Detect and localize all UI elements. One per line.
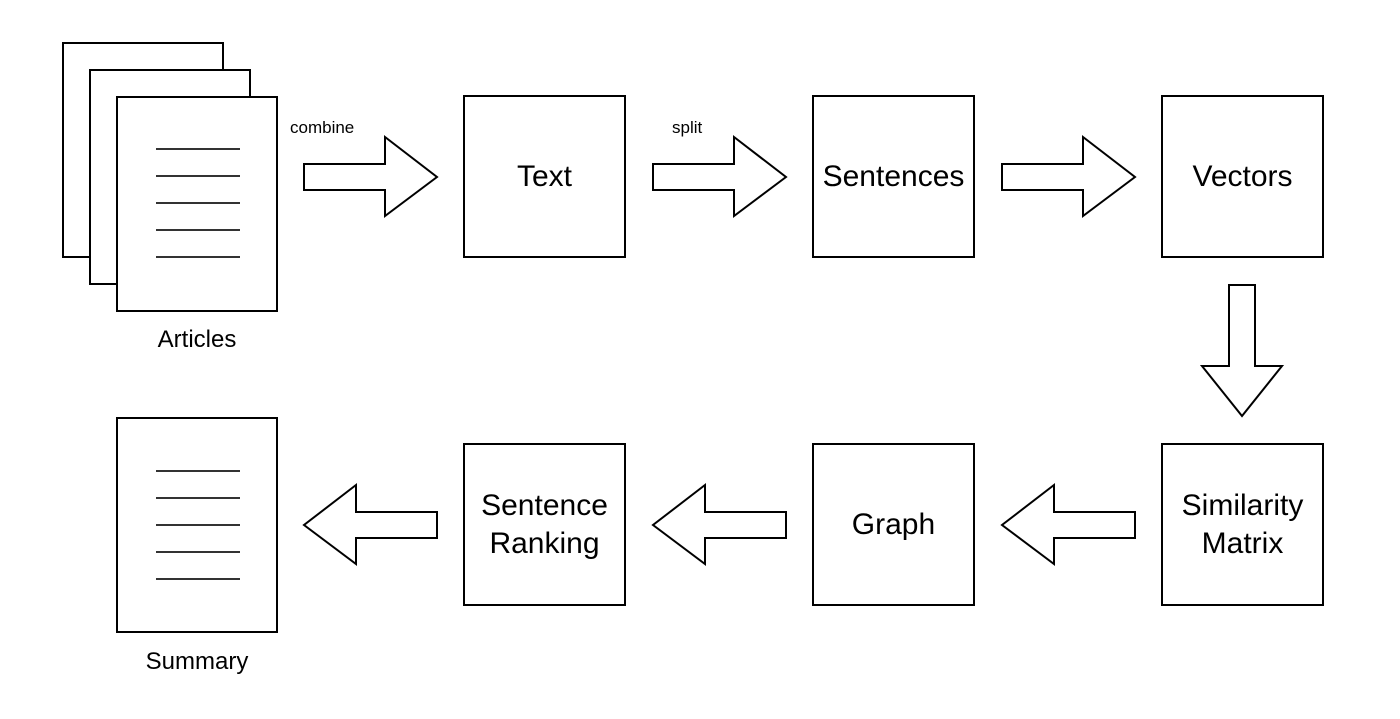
right-arrow-icon (1001, 134, 1137, 218)
text-node: Text (463, 95, 626, 258)
split-edge-label: split (672, 118, 703, 137)
summary-caption: Summary (145, 648, 249, 675)
document-text-line (156, 148, 240, 150)
vectors-node: Vectors (1161, 95, 1324, 258)
document-text-line (156, 202, 240, 204)
similarity-matrix-label: Similarity Matrix (1182, 487, 1304, 563)
sentence-ranking-node: Sentence Ranking (463, 443, 626, 606)
document-text-line (156, 497, 240, 499)
combine-edge-label: combine (290, 118, 355, 137)
sentences-node: Sentences (812, 95, 975, 258)
left-arrow-icon (302, 482, 438, 566)
document-text-line (156, 229, 240, 231)
document-text-line (156, 578, 240, 580)
vectors-node-label: Vectors (1192, 159, 1293, 193)
articles-caption: Articles (157, 326, 237, 353)
document-text-line (156, 256, 240, 258)
right-arrow-icon (303, 134, 439, 218)
sentences-node-label: Sentences (822, 159, 965, 193)
text-node-label: Text (516, 159, 573, 193)
article-document-front (116, 96, 278, 312)
document-text-line (156, 551, 240, 553)
sentence-ranking-label: Sentence Ranking (481, 487, 608, 563)
document-text-line (156, 175, 240, 177)
left-arrow-icon (1000, 482, 1136, 566)
graph-node: Graph (812, 443, 975, 606)
document-text-line (156, 524, 240, 526)
sentence-ranking-label-line: Sentence (481, 488, 608, 522)
summary-document (116, 417, 278, 633)
right-arrow-icon (652, 134, 788, 218)
similarity-matrix-label-line: Similarity (1181, 488, 1304, 522)
down-arrow-icon (1199, 284, 1285, 418)
sentence-ranking-label-line: Ranking (489, 526, 600, 560)
similarity-matrix-node: Similarity Matrix (1161, 443, 1324, 606)
document-text-line (156, 470, 240, 472)
left-arrow-icon (651, 482, 787, 566)
similarity-matrix-label-line: Matrix (1201, 526, 1284, 560)
graph-node-label: Graph (851, 507, 936, 541)
